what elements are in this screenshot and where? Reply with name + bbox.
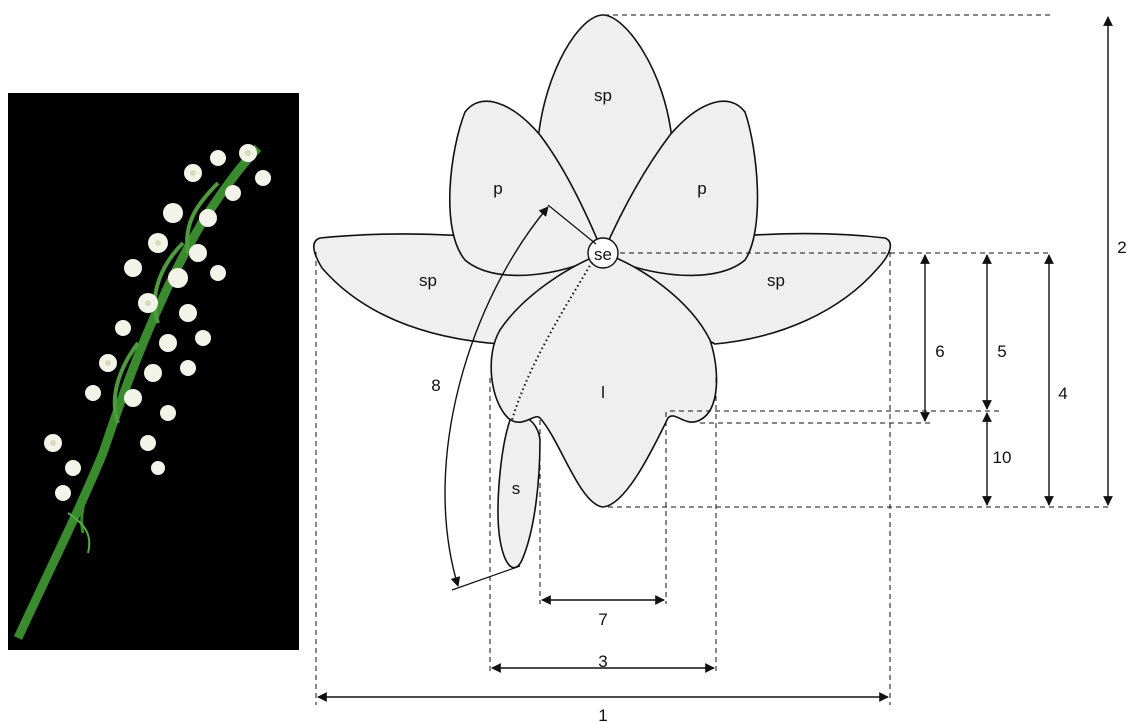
measure-10-label: 10	[993, 448, 1012, 467]
label-spur: s	[512, 479, 521, 498]
measure-5-label: 5	[997, 342, 1006, 361]
measure-8-label: 8	[431, 376, 440, 395]
measure-1-label: 1	[598, 706, 607, 722]
measure-6-label: 6	[935, 342, 944, 361]
label-petal-right: p	[697, 179, 706, 198]
label-lip: l	[601, 383, 605, 402]
measure-3-label: 3	[598, 652, 607, 671]
measure-7-label: 7	[598, 610, 607, 629]
label-sepal-top: sp	[594, 86, 612, 105]
label-sepal-left: sp	[419, 271, 437, 290]
label-petal-left: p	[493, 179, 502, 198]
measure-4-label: 4	[1058, 384, 1067, 403]
label-sepal-right: sp	[767, 271, 785, 290]
measure-2-label: 2	[1117, 238, 1126, 257]
label-column: se	[594, 245, 612, 264]
